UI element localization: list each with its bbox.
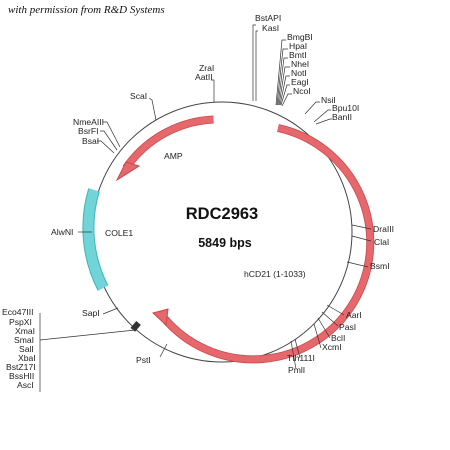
site-group-top-mid: ZraI AatII	[195, 63, 215, 102]
site-label: AatII	[195, 72, 213, 82]
site-label: BclI	[331, 333, 345, 343]
feature-label-hcd21: hCD21 (1-1033)	[244, 269, 306, 279]
site-group-top-right: BmgBI HpaI BmtI NheI NotI EagI NcoI	[275, 32, 313, 107]
site-label: BmtI	[289, 50, 307, 60]
site-label: AscI	[17, 380, 34, 390]
amp-arrowhead	[115, 161, 141, 182]
plasmid-size: 5849 bps	[198, 236, 252, 250]
feature-label-cole1: COLE1	[105, 228, 133, 238]
site-label: PstI	[136, 355, 151, 365]
site-label: BanII	[332, 112, 352, 122]
site-group-draiii: DraIII ClaI	[351, 224, 394, 247]
site-group-bpu10i: Bpu10I BanII	[313, 103, 359, 125]
site-label: NsiI	[321, 95, 336, 105]
site-marker	[130, 321, 141, 332]
site-label: PspXI	[9, 317, 32, 327]
site-label: BsaI	[82, 136, 99, 146]
site-label: NmeAIII	[73, 117, 104, 127]
site-label: NcoI	[293, 86, 311, 96]
site-label: BsmI	[370, 261, 390, 271]
site-group-sapi: SapI	[82, 307, 119, 318]
site-label: AarI	[346, 310, 362, 320]
site-group-bsmi: BsmI	[346, 261, 390, 271]
site-label: XbaI	[18, 353, 36, 363]
site-label: SalI	[19, 344, 34, 354]
site-label: XcmI	[322, 342, 342, 352]
site-label: XmaI	[15, 326, 35, 336]
site-group-scai: ScaI	[130, 91, 157, 121]
site-group-nsii: NsiI	[304, 95, 336, 115]
site-label: SapI	[82, 308, 100, 318]
site-group-left-bottom: Eco47III PspXI XmaI SmaI SalI XbaI BstZ1…	[2, 307, 136, 392]
feature-label-amp: AMP	[164, 151, 183, 161]
site-label: Bpu10I	[332, 103, 359, 113]
site-group-tth111i: Tth111I PmlI	[287, 338, 315, 375]
site-group-nmeaiii: NmeAIII BsrFI BsaI	[73, 117, 121, 154]
hcd21-arrowhead	[151, 308, 169, 327]
site-label: KasI	[262, 23, 279, 33]
site-label: PasI	[339, 322, 356, 332]
site-label: BstZ17I	[6, 362, 36, 372]
site-label: BssHII	[9, 371, 34, 381]
site-label: BmgBI	[287, 32, 313, 42]
site-label: HpaI	[289, 41, 307, 51]
site-label: NotI	[291, 68, 307, 78]
site-label: BsrFI	[78, 126, 99, 136]
site-label: ZraI	[199, 63, 214, 73]
site-group-top-center: BstAPI KasI	[252, 13, 281, 101]
site-group-psti: PstI	[136, 343, 168, 365]
site-group-alwni: AlwNI	[51, 227, 92, 237]
site-label: PmlI	[288, 365, 305, 375]
permission-credit: with permission from R&D Systems	[8, 4, 165, 16]
site-label: DraIII	[373, 224, 394, 234]
site-label: ScaI	[130, 91, 147, 101]
site-label: EagI	[291, 77, 309, 87]
site-label: Tth111I	[287, 353, 315, 363]
site-label: NheI	[291, 59, 309, 69]
site-label: SmaI	[14, 335, 34, 345]
site-label: ClaI	[374, 237, 389, 247]
site-label: BstAPI	[255, 13, 281, 23]
site-label: Eco47III	[2, 307, 34, 317]
site-label: AlwNI	[51, 227, 73, 237]
plasmid-name: RDC2963	[186, 205, 258, 223]
site-group-aari: AarI PasI BclI XcmI	[313, 304, 362, 352]
